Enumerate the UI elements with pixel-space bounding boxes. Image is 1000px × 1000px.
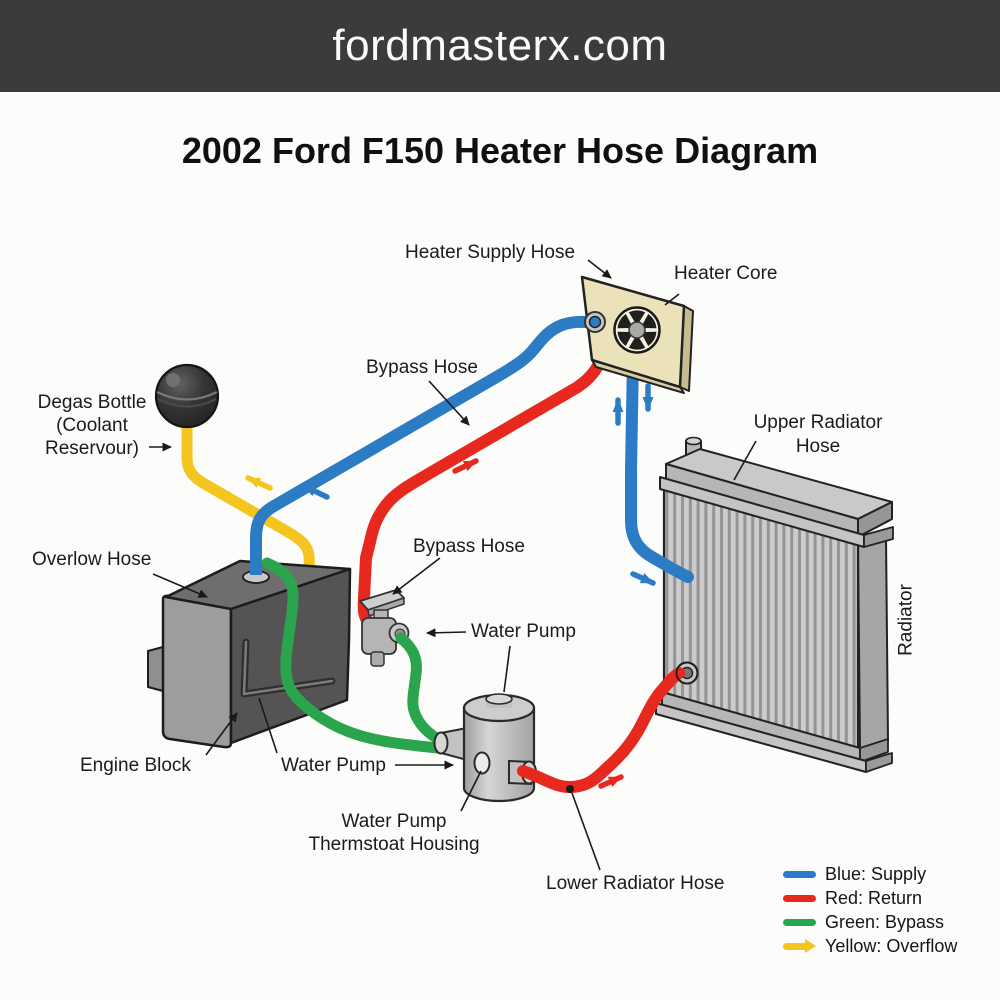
bypass-hose-green-valve xyxy=(395,632,454,750)
water-pump-thermostat-label: Water Pump Thermstoat Housing xyxy=(308,811,480,855)
degas-bottle-label: Degas Bottle (Coolant Reservour) xyxy=(37,392,147,459)
legend-item-supply: Blue: Supply xyxy=(783,862,957,886)
site-header: fordmasterx.com xyxy=(0,0,1000,92)
return-flow-arrow xyxy=(452,458,479,474)
legend-item-overflow: Yellow: Overflow xyxy=(783,934,957,958)
radiator-in-arrow xyxy=(630,571,656,586)
legend-item-return: Red: Return xyxy=(783,886,957,910)
radiator-graphic xyxy=(655,436,894,773)
legend-label: Red: Return xyxy=(825,887,923,908)
bypass-hose-green-engine xyxy=(261,557,452,755)
bypass-hose-mid-label: Bypass Hose xyxy=(413,536,525,557)
heater-supply-hose-blue xyxy=(250,315,596,586)
legend-swatch-red xyxy=(783,894,816,902)
legend-swatch-blue xyxy=(783,870,816,878)
page-title: 2002 Ford F150 Heater Hose Diagram xyxy=(181,130,819,171)
engine-top-port xyxy=(242,541,270,584)
water-pump-upper-label: Water Pump xyxy=(471,621,576,642)
legend: Blue: Supply Red: Return Green: Bypass Y… xyxy=(783,862,957,958)
overflow-hose-label: Overlow Hose xyxy=(32,549,152,570)
degas-bottle-graphic xyxy=(154,363,220,429)
legend-item-bypass: Green: Bypass xyxy=(783,910,957,934)
water-pump-graphic xyxy=(433,693,537,803)
lower-radiator-hose-red xyxy=(517,667,685,794)
supply-flow-arrow xyxy=(301,483,330,500)
legend-label: Yellow: Overflow xyxy=(825,935,958,956)
bypass-hose-top-label: Bypass Hose xyxy=(366,357,478,378)
overflow-hose-yellow xyxy=(181,420,316,590)
heater-core-label: Heater Core xyxy=(674,263,778,284)
upper-radiator-hose-label: Upper Radiator Hose xyxy=(753,412,883,457)
lower-radiator-hose-label: Lower Radiator Hose xyxy=(546,873,725,894)
overflow-flow-arrow xyxy=(245,475,273,491)
engine-block-label: Engine Block xyxy=(80,755,191,776)
heater-core-graphic xyxy=(580,275,694,394)
legend-label: Blue: Supply xyxy=(825,863,927,884)
legend-swatch-yellow-arrow xyxy=(783,939,816,953)
lower-hose-arrow xyxy=(598,774,624,789)
leader-lines xyxy=(149,259,757,871)
core-to-radiator-hose-blue xyxy=(625,352,694,583)
site-title: fordmasterx.com xyxy=(332,21,668,70)
legend-label: Green: Bypass xyxy=(825,911,945,932)
housing-front-hole xyxy=(473,751,491,775)
legend-swatch-green xyxy=(783,918,816,926)
flow-arrows xyxy=(245,383,656,789)
heater-supply-hose-label: Heater Supply Hose xyxy=(405,242,576,263)
bypass-valve-graphic xyxy=(359,589,410,667)
water-pump-lower-label: Water Pump xyxy=(281,755,386,776)
radiator-label: Radiator xyxy=(895,584,917,656)
